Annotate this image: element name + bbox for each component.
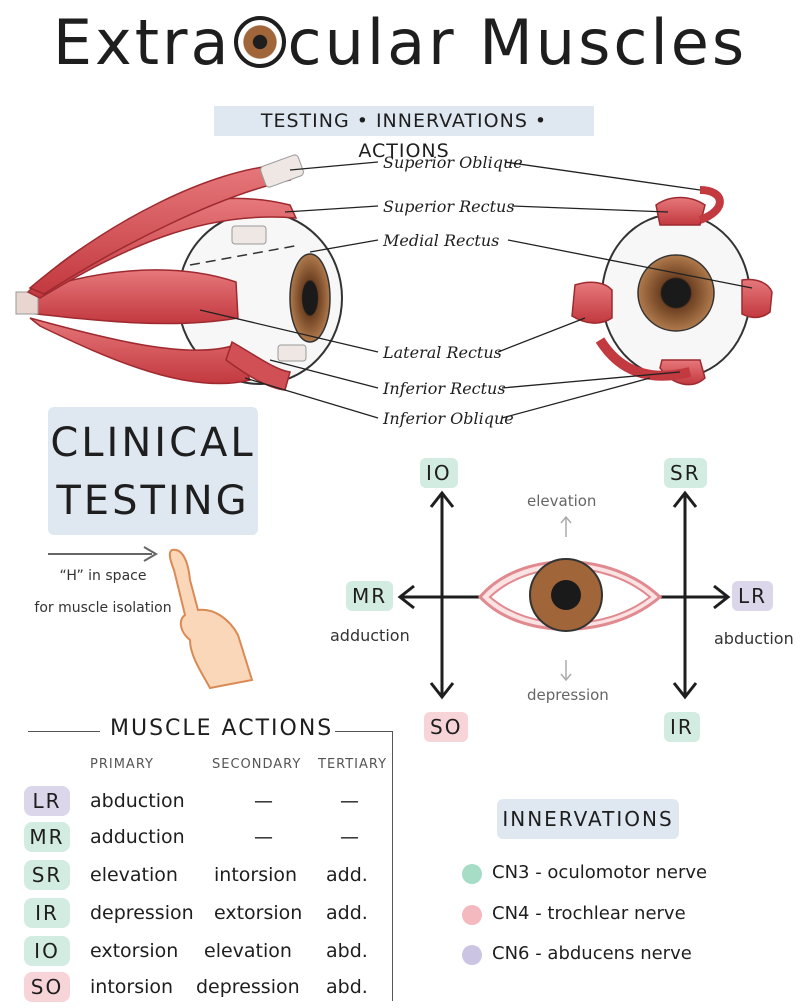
action-row-lr: LR abduction — — bbox=[24, 784, 394, 818]
title-part-1: Extra bbox=[52, 6, 232, 79]
h-pattern-diagram bbox=[397, 490, 731, 700]
leader-lines bbox=[199, 161, 753, 419]
side-view-eye bbox=[15, 154, 343, 391]
muscle-actions-title: Muscle Actions bbox=[110, 716, 334, 741]
h-note-line-2: for muscle isolation bbox=[34, 600, 172, 616]
innervation-cn3: CN3 - oculomotor nerve bbox=[492, 862, 708, 883]
front-eye-pupil bbox=[551, 580, 581, 610]
primary-action: intorsion bbox=[90, 976, 174, 998]
pointing-hand-illustration bbox=[48, 546, 254, 690]
actions-rule-vertical bbox=[392, 731, 393, 1001]
col-tertiary: Tertiary bbox=[318, 757, 388, 772]
abbr-badge: SR bbox=[24, 860, 70, 890]
label-superior-rectus: Superior Rectus bbox=[383, 197, 515, 216]
action-row-ir: IR depression extorsion add. bbox=[24, 896, 394, 930]
clinical-title-line-2: Testing bbox=[56, 478, 250, 524]
subtitle-banner: Testing • Innervations • Actions bbox=[214, 106, 594, 162]
secondary-action: elevation bbox=[204, 940, 292, 962]
secondary-action: extorsion bbox=[214, 902, 303, 924]
label-medial-rectus: Medial Rectus bbox=[383, 231, 500, 250]
h-note-line-1: “H” in space bbox=[59, 568, 147, 584]
tag-so: SO bbox=[424, 712, 469, 742]
action-row-sr: SR elevation intorsion add. bbox=[24, 858, 394, 892]
cn3-dot bbox=[462, 864, 482, 884]
eye-anatomy-illustration bbox=[15, 154, 773, 419]
tertiary-action: add. bbox=[326, 902, 368, 924]
front-view-eye bbox=[571, 186, 773, 386]
tag-sr: SR bbox=[664, 458, 707, 488]
tag-mr: MR bbox=[346, 581, 394, 611]
tag-ir: IR bbox=[664, 712, 700, 742]
action-row-so: SO intorsion depression abd. bbox=[24, 970, 394, 1004]
primary-action: elevation bbox=[90, 864, 178, 886]
primary-action: adduction bbox=[90, 826, 185, 848]
secondary-action: intorsion bbox=[214, 864, 298, 886]
abbr-badge: SO bbox=[24, 972, 70, 1002]
title-part-2: cular Muscles bbox=[287, 6, 748, 79]
lateral-rectus-muscle bbox=[19, 269, 239, 325]
page-title: Extra cular Muscles bbox=[0, 6, 800, 79]
abduction-label: abduction bbox=[714, 629, 794, 648]
elevation-label: elevation bbox=[527, 492, 597, 510]
hand-icon bbox=[168, 548, 254, 690]
secondary-action: — bbox=[254, 790, 273, 812]
primary-action: abduction bbox=[90, 790, 185, 812]
primary-action: depression bbox=[90, 902, 194, 924]
actions-rule-left bbox=[28, 731, 100, 732]
cn4-dot bbox=[462, 905, 482, 925]
label-lateral-rectus: Lateral Rectus bbox=[383, 343, 502, 362]
clinical-testing-box bbox=[48, 407, 258, 535]
tertiary-action: — bbox=[340, 790, 359, 812]
label-inferior-rectus: Inferior Rectus bbox=[383, 379, 506, 398]
clinical-title-line-1: Clinical bbox=[50, 420, 256, 466]
abbr-badge: MR bbox=[24, 822, 70, 852]
actions-rule-right bbox=[335, 731, 392, 732]
depression-label: depression bbox=[527, 686, 609, 704]
abbr-badge: LR bbox=[24, 786, 70, 816]
label-superior-oblique: Superior Oblique bbox=[383, 153, 523, 172]
innervations-title: Innervations bbox=[497, 799, 679, 839]
col-primary: Primary bbox=[90, 757, 154, 772]
abbr-badge: IO bbox=[24, 936, 70, 966]
tag-io: IO bbox=[420, 458, 458, 488]
col-secondary: Secondary bbox=[212, 757, 302, 772]
tertiary-action: — bbox=[340, 826, 359, 848]
action-row-mr: MR adduction — — bbox=[24, 820, 394, 854]
cn6-dot bbox=[462, 945, 482, 965]
secondary-action: depression bbox=[196, 976, 300, 998]
innervation-cn4: CN4 - trochlear nerve bbox=[492, 903, 686, 924]
label-inferior-oblique: Inferior Oblique bbox=[383, 409, 514, 428]
adduction-label: adduction bbox=[330, 626, 410, 645]
tertiary-action: abd. bbox=[326, 976, 368, 998]
eye-icon bbox=[233, 16, 286, 68]
tertiary-action: abd. bbox=[326, 940, 368, 962]
action-row-io: IO extorsion elevation abd. bbox=[24, 934, 394, 968]
primary-action: extorsion bbox=[90, 940, 179, 962]
abbr-badge: IR bbox=[24, 898, 70, 928]
tag-lr: LR bbox=[732, 581, 774, 611]
tertiary-action: add. bbox=[326, 864, 368, 886]
innervation-cn6: CN6 - abducens nerve bbox=[492, 943, 692, 964]
secondary-action: — bbox=[254, 826, 273, 848]
